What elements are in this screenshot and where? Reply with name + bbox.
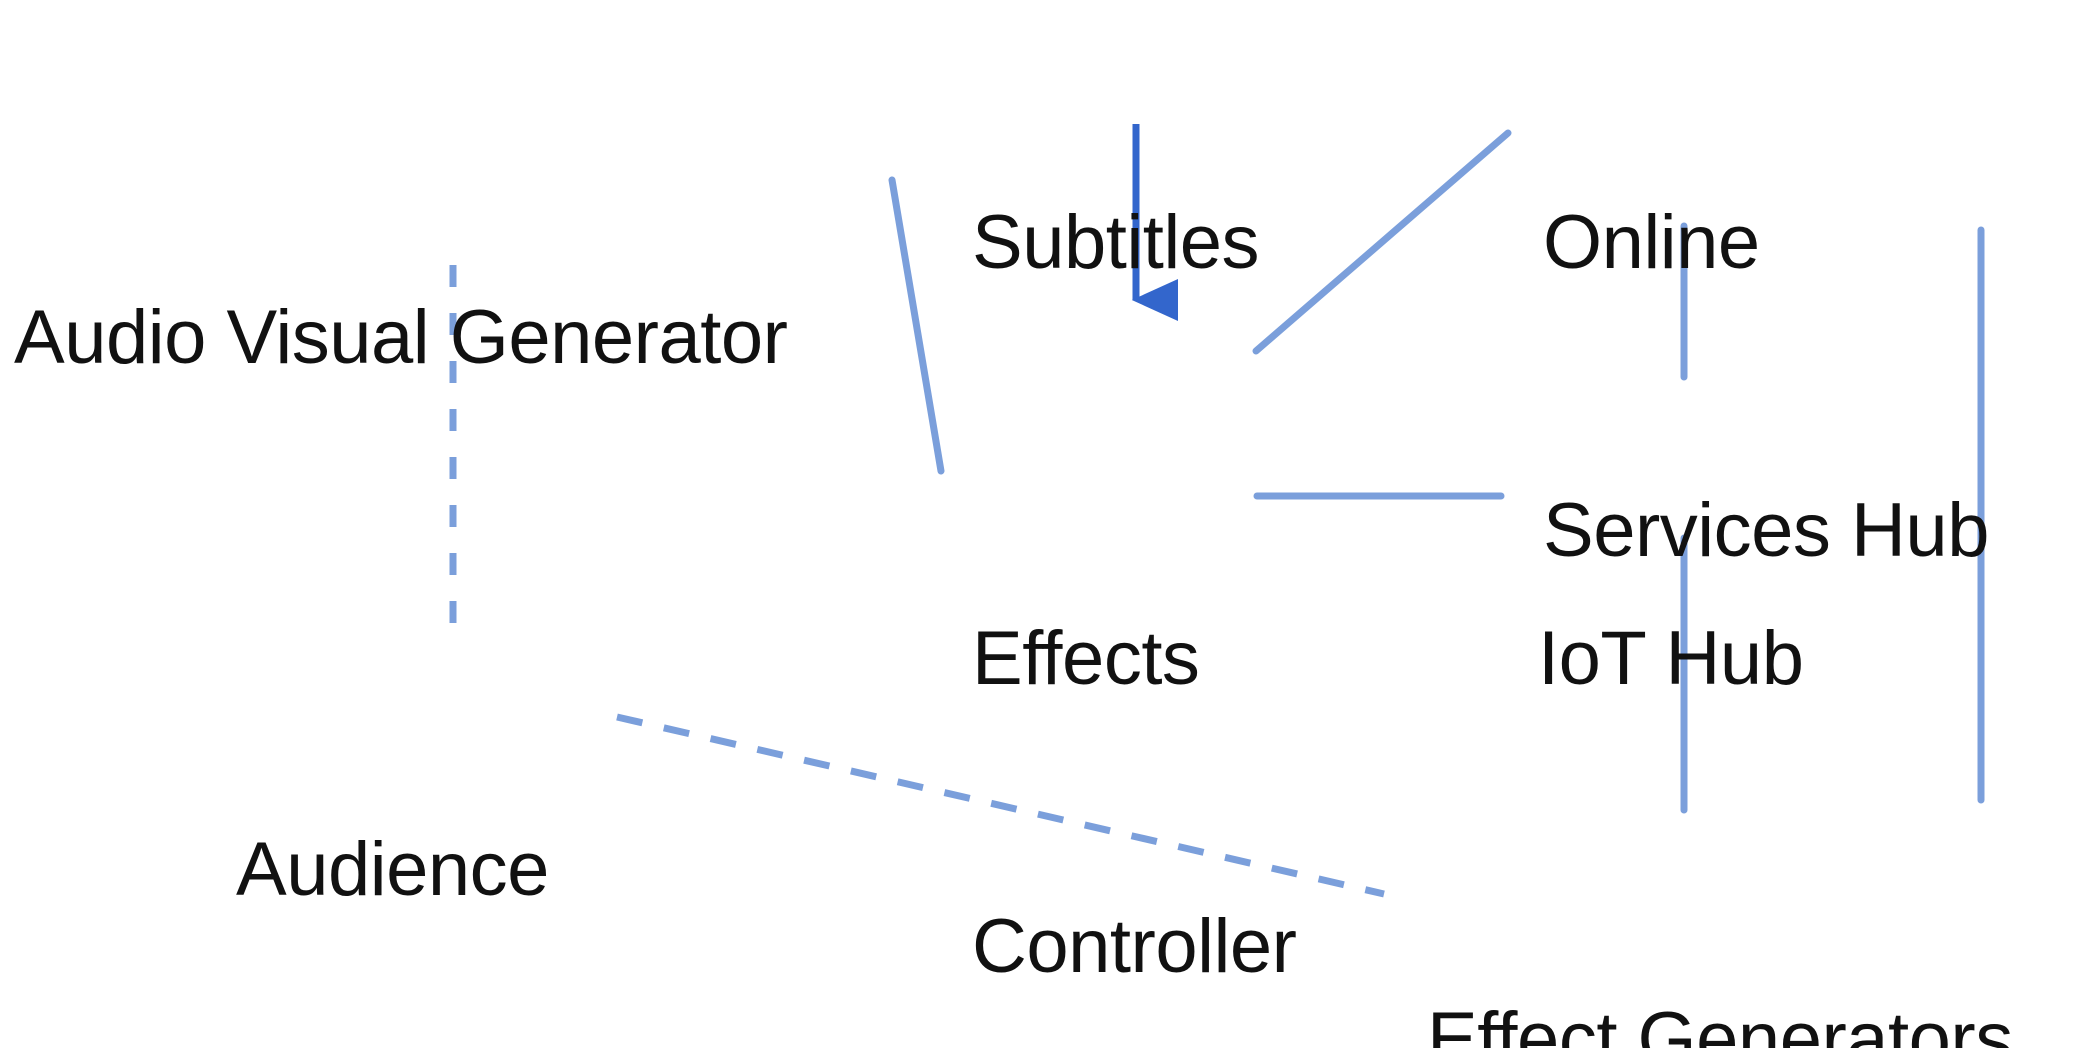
node-label-line: Audio Visual Generator [14, 295, 788, 380]
node-label-line: Effects [972, 616, 1200, 701]
node-effect-generators[interactable]: Effect Generators (IoT Devices) [1427, 800, 2013, 1048]
node-audience[interactable]: Audience [236, 630, 549, 1048]
node-subtitles[interactable]: Subtitles [972, 3, 1260, 483]
edge-av-generator-to-effects-controller [888, 176, 945, 475]
node-online-services-hub[interactable]: Online Services Hub [1543, 3, 1989, 771]
node-label-line: Controller [972, 904, 1297, 989]
node-iot-hub[interactable]: IoT Hub [1538, 419, 1804, 899]
node-label-line: Services Hub [1543, 488, 1989, 573]
node-label-line: Effect Generators [1427, 997, 2013, 1048]
edge-online-services-hub-to-effects-controller [1252, 129, 1512, 355]
node-label-line: Subtitles [972, 200, 1260, 285]
node-label-line: Audience [236, 827, 549, 912]
edge-audience-to-effect-generators [616, 713, 1385, 898]
node-label-line: IoT Hub [1538, 616, 1804, 701]
node-audio-visual-generator[interactable]: Audio Visual Generator [14, 98, 788, 578]
node-label-line: Online [1543, 200, 1760, 285]
node-effects-controller[interactable]: Effects Controller [972, 419, 1297, 1048]
